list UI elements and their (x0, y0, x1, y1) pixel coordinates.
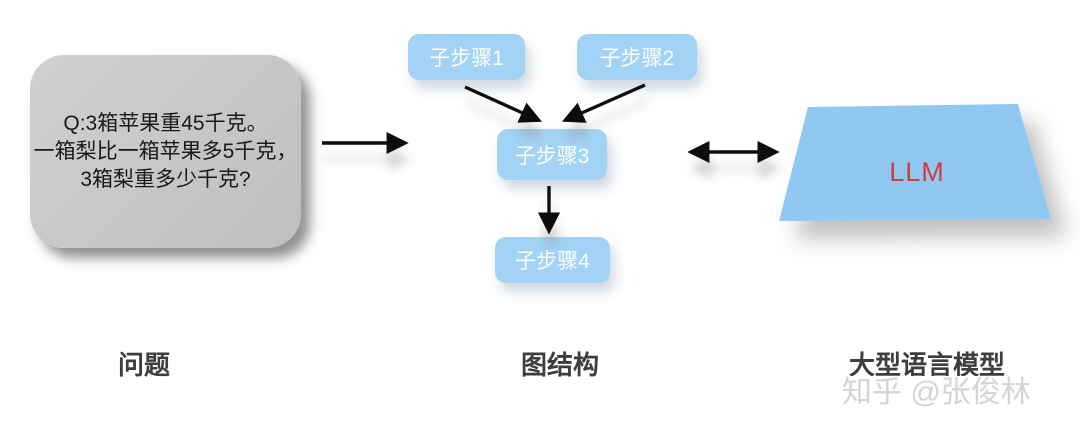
caption-question: 问题 (117, 350, 171, 380)
substep-1-node: 子步骤1 (408, 34, 525, 80)
question-line-2: 一箱梨比一箱苹果多5千克， (33, 139, 298, 163)
arrow-substep2-to-substep3 (561, 83, 646, 123)
question-line-1: Q:3箱苹果重45千克。 (63, 111, 268, 135)
question-line-3: 3箱梨重多少千克? (80, 167, 251, 191)
substep-3-node: 子步骤3 (497, 129, 607, 180)
arrow-substep1-to-substep3 (464, 85, 543, 123)
caption-large-language-model: 大型语言模型 (848, 351, 1006, 376)
llm-trapezoid (779, 104, 1051, 221)
question-box: Q:3箱苹果重45千克。 一箱梨比一箱苹果多5千克， 3箱梨重多少千克? (30, 55, 301, 248)
llm-label: LLM (889, 157, 945, 187)
substep-2-node: 子步骤2 (577, 34, 697, 80)
caption-graph-structure: 图结构 (520, 350, 600, 380)
zhihu-watermark: 知乎 @张俊林 (842, 376, 1031, 409)
substep-4-node: 子步骤4 (495, 237, 610, 283)
